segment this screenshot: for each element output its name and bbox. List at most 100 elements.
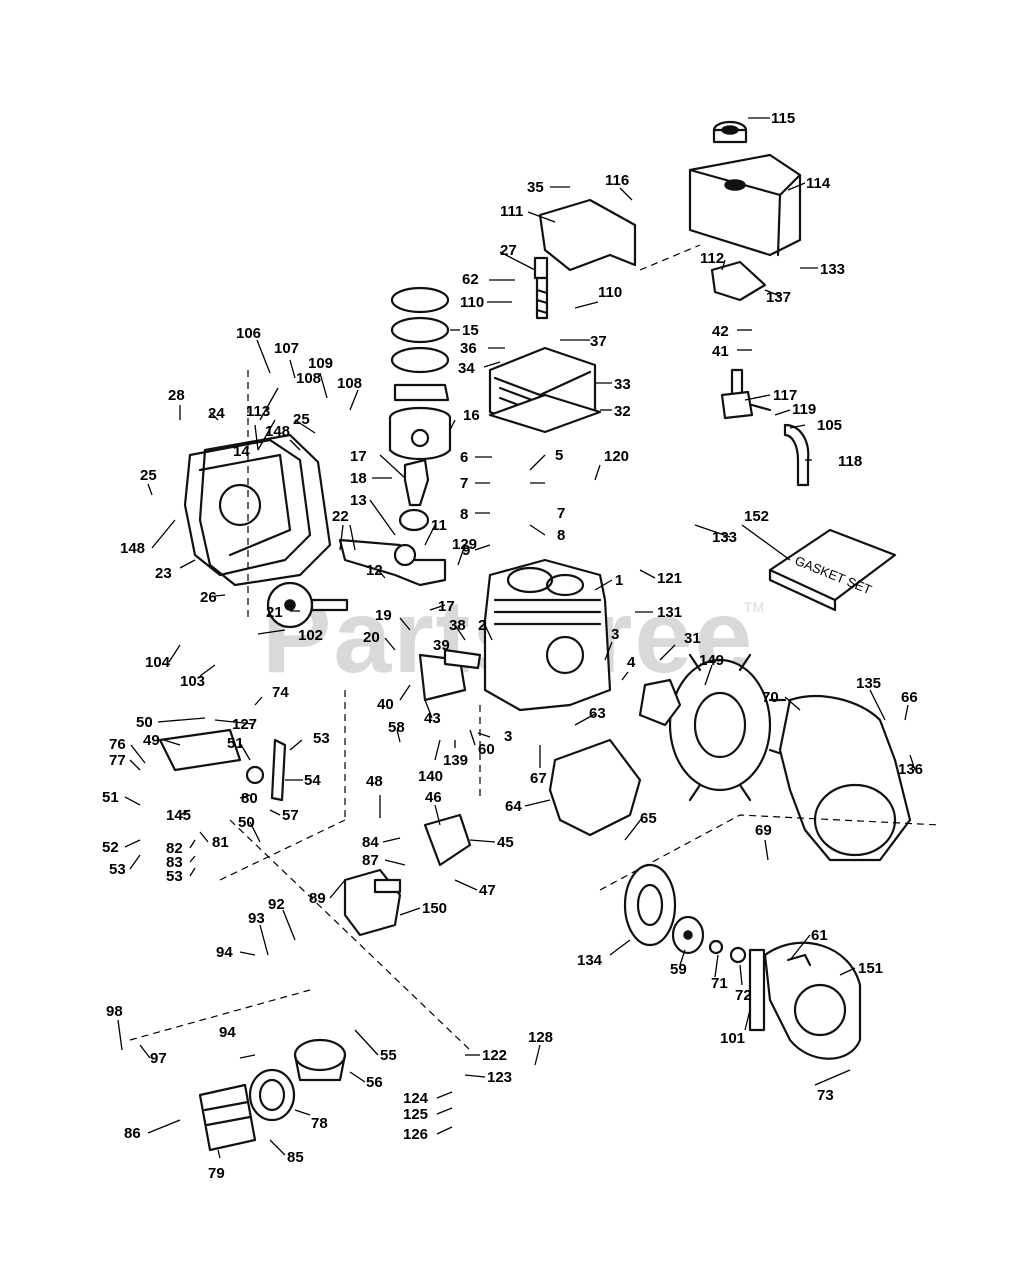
callout-94: 94	[216, 944, 233, 961]
callout-82: 82	[166, 840, 183, 857]
callout-3: 3	[611, 626, 619, 643]
piston-rings	[390, 286, 450, 402]
callout-7: 7	[557, 505, 565, 522]
crankshaft	[338, 538, 447, 587]
tank-bracket	[710, 260, 767, 302]
piston	[388, 406, 452, 460]
callout-98: 98	[106, 1003, 123, 1020]
callout-122: 122	[482, 1047, 507, 1064]
callout-2: 2	[478, 617, 486, 634]
callout-62: 62	[462, 271, 479, 288]
callout-27: 27	[500, 242, 517, 259]
callout-136: 136	[898, 761, 923, 778]
callout-92: 92	[268, 896, 285, 913]
gasket	[198, 433, 332, 587]
callout-50: 50	[238, 814, 255, 831]
callout-36: 36	[460, 340, 477, 357]
callout-137: 137	[766, 289, 791, 306]
callout-45: 45	[497, 834, 514, 851]
callout-28: 28	[168, 387, 185, 404]
callout-64: 64	[505, 798, 522, 815]
callout-152: 152	[744, 508, 769, 525]
callout-63: 63	[589, 705, 606, 722]
callout-11: 11	[431, 517, 447, 534]
air-cleaner-cover	[293, 1038, 347, 1082]
callout-43: 43	[424, 710, 441, 727]
blower-housing	[778, 694, 912, 862]
callout-106: 106	[236, 325, 261, 342]
callout-140: 140	[418, 768, 443, 785]
callout-66: 66	[901, 689, 918, 706]
callout-135: 135	[856, 675, 881, 692]
callout-34: 34	[458, 360, 475, 377]
callout-127: 127	[232, 716, 257, 733]
gasket-set-box: GASKET SET	[768, 528, 897, 612]
callout-61: 61	[811, 927, 828, 944]
callout-116: 116	[605, 172, 629, 189]
callout-107: 107	[274, 340, 299, 357]
callout-148: 148	[120, 540, 145, 557]
watermark-trademark: TM	[744, 599, 764, 615]
callout-42: 42	[712, 323, 729, 340]
callout-110: 110	[598, 284, 622, 301]
base-plate	[548, 738, 642, 837]
callout-58: 58	[388, 719, 405, 736]
callout-113: 113	[246, 403, 270, 420]
callout-79: 79	[208, 1165, 225, 1182]
callout-78: 78	[311, 1115, 328, 1132]
callout-72: 72	[735, 987, 752, 1004]
callout-52: 52	[102, 839, 119, 856]
callout-14: 14	[233, 443, 250, 460]
flywheel	[668, 653, 787, 802]
callout-120: 120	[604, 448, 629, 465]
callout-33: 33	[614, 376, 631, 393]
callout-74: 74	[272, 684, 289, 701]
air-filter	[248, 1068, 296, 1122]
connecting-rod	[398, 458, 430, 532]
recoil-starter	[748, 941, 862, 1060]
callout-53: 53	[109, 861, 126, 878]
assembly-guide-lines	[129, 244, 941, 1051]
callout-17: 17	[438, 598, 455, 615]
starter-pulley	[671, 915, 747, 964]
callout-3: 3	[504, 728, 512, 745]
callout-54: 54	[304, 772, 321, 789]
cylinder-head-shield	[538, 198, 637, 272]
callout-109: 109	[308, 355, 333, 372]
callout-12: 12	[366, 562, 383, 579]
governor-linkage	[158, 728, 287, 802]
timing-gear	[266, 581, 349, 629]
callout-133: 133	[820, 261, 845, 278]
ignition-coil	[638, 678, 682, 727]
callout-101: 101	[720, 1030, 745, 1047]
callout-25: 25	[293, 411, 310, 428]
callout-20: 20	[363, 629, 380, 646]
callout-65: 65	[640, 810, 657, 827]
callout-16: 16	[463, 407, 480, 424]
callout-128: 128	[528, 1029, 553, 1046]
callout-129: 129	[452, 536, 477, 553]
callout-15: 15	[462, 322, 479, 339]
air-cleaner-base	[198, 1083, 257, 1152]
callout-117: 117	[773, 387, 797, 404]
callout-55: 55	[380, 1047, 397, 1064]
callout-13: 13	[350, 492, 367, 509]
callout-105: 105	[817, 417, 842, 434]
callout-6: 6	[460, 449, 468, 466]
callout-84: 84	[362, 834, 379, 851]
callout-40: 40	[377, 696, 394, 713]
callout-86: 86	[124, 1125, 141, 1142]
fuel-shutoff-valve	[720, 368, 810, 487]
callout-31: 31	[684, 630, 701, 647]
fuel-tank-cap	[712, 120, 748, 144]
callout-57: 57	[282, 807, 299, 824]
callout-83: 83	[166, 854, 183, 871]
callout-70: 70	[762, 689, 779, 706]
callout-48: 48	[366, 773, 383, 790]
callout-110: 110	[460, 294, 484, 311]
callout-22: 22	[332, 508, 349, 525]
callout-38: 38	[449, 617, 466, 634]
callout-49: 49	[143, 732, 160, 749]
callout-108: 108	[296, 370, 321, 387]
